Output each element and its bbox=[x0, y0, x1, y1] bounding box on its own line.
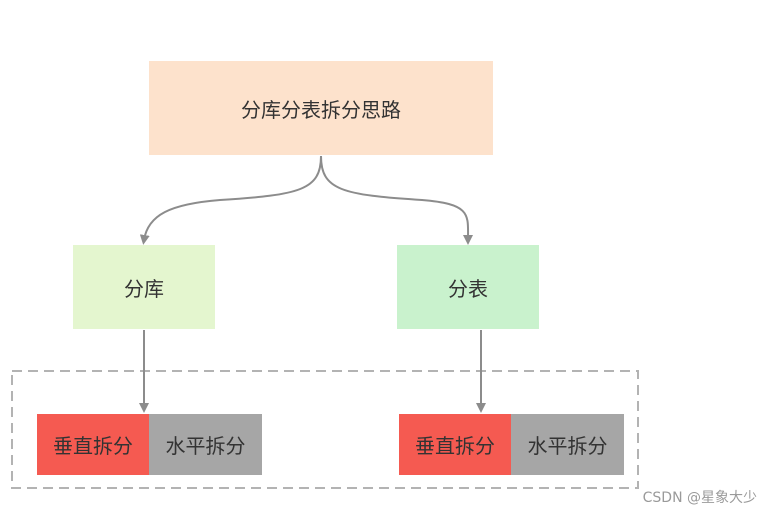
split-node-label: 垂直拆分 bbox=[415, 434, 495, 458]
split-node-table-horizontal: 水平拆分 bbox=[511, 414, 624, 475]
group-dashed-border bbox=[11, 370, 639, 489]
edge-root-to-db bbox=[139, 155, 322, 245]
split-node-db-vertical: 垂直拆分 bbox=[37, 414, 149, 475]
branch-node-label: 分表 bbox=[448, 276, 488, 301]
split-node-db-horizontal: 水平拆分 bbox=[149, 414, 262, 475]
edge-root-to-table bbox=[320, 155, 474, 245]
branch-node-sharding-db: 分库 bbox=[73, 245, 215, 329]
branch-node-sharding-table: 分表 bbox=[397, 245, 539, 329]
branch-node-label: 分库 bbox=[124, 276, 164, 301]
root-node-label: 分库分表拆分思路 bbox=[241, 97, 401, 122]
split-node-label: 水平拆分 bbox=[527, 434, 608, 458]
split-node-label: 水平拆分 bbox=[165, 434, 246, 458]
root-node: 分库分表拆分思路 bbox=[149, 61, 493, 155]
split-node-table-vertical: 垂直拆分 bbox=[399, 414, 511, 475]
watermark: CSDN @星象大少 bbox=[642, 490, 757, 506]
split-node-label: 垂直拆分 bbox=[53, 434, 133, 458]
